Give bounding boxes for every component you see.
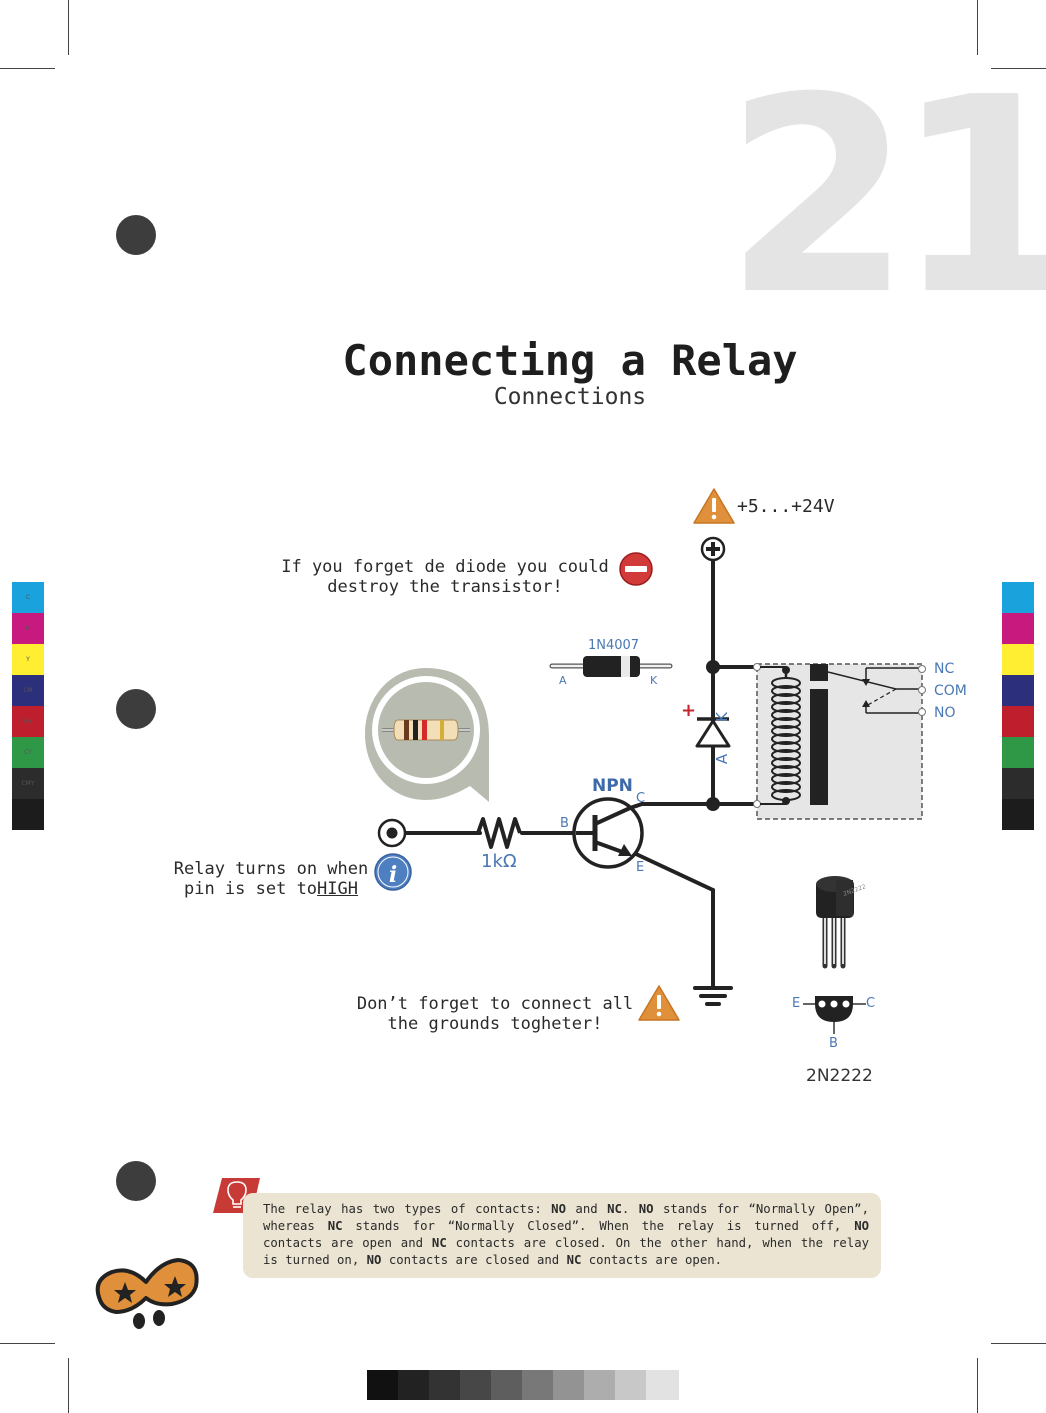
binder-hole [116,1161,156,1201]
relay-nc-label: NC [934,661,955,677]
ground-warning-note: Don’t forget to connect all the grounds … [350,994,640,1034]
color-swatch-cy [1002,737,1034,768]
resistor-callout [365,668,489,802]
transistor-c-label: C [636,791,646,806]
resistor-value-label: 1kΩ [481,851,517,872]
diode-warning-line2: destroy the transistor! [327,577,563,597]
color-swatch-my [1002,706,1034,737]
schematic-diode-k-label: K [712,712,731,722]
ground-line2: the grounds togheter! [387,1014,603,1034]
crop-mark [977,0,978,55]
color-swatch-c [1002,582,1034,613]
wires [402,559,762,990]
color-swatch-m: M [12,613,44,644]
warning-icon [638,985,680,1021]
relay-no-label: NO [934,705,956,721]
diode-warning-note: If you forget de diode you could destroy… [270,557,620,597]
color-swatch-cmy [1002,768,1034,799]
color-swatch-y: Y [12,644,44,675]
color-swatch-m [1002,613,1034,644]
diode-part-label: 1N4007 [588,638,640,653]
color-swatch-cmy: CMY [12,768,44,799]
transistor-type-label: NPN [592,776,633,796]
transistor-b-label: B [560,816,569,831]
color-swatch-k [1002,799,1034,830]
diode-component-icon [549,656,673,677]
pin-info-line2: pin is set toHIGH [183,879,358,899]
svg-text:i: i [389,862,397,888]
transistor-e-label: E [636,860,645,875]
power-terminal-icon [700,536,726,562]
page-title: Connecting a Relay [342,336,798,385]
color-swatch-k [12,799,44,830]
diode-warning-line1: If you forget de diode you could [281,557,609,577]
pinout-part-label: 2N2222 [806,1066,873,1086]
high-label: HIGH [317,879,358,899]
diode-plus-label: + [681,700,697,721]
color-swatch-cm: CM [12,675,44,706]
crop-mark [977,1358,978,1413]
color-swatch-my: MY [12,706,44,737]
diode-cathode-label: K [650,674,658,687]
info-icon: i [374,853,412,891]
crop-mark [991,68,1046,69]
ground-line1: Don’t forget to connect all [356,994,634,1014]
relay-com-label: COM [934,683,967,699]
pin-info-line1: Relay turns on when [173,859,369,879]
color-swatch-cy: CY [12,737,44,768]
mascot-logo [95,1258,199,1329]
relay-symbol [753,663,926,820]
binder-hole [116,215,156,255]
input-pin-icon [377,818,407,848]
transistor-package-icon: 2N2222 [816,876,867,969]
crop-mark [68,0,69,55]
color-swatch-c: C [12,582,44,613]
npn-transistor-symbol [572,797,644,869]
pinout-e-label: E [792,996,801,1011]
resistor-symbol [476,817,522,849]
pinout-c-label: C [866,996,876,1011]
danger-icon [619,552,653,586]
crop-mark [991,1343,1046,1344]
tip-text: The relay has two types of contacts: NO … [263,1202,870,1267]
voltage-label: +5...+24V [737,496,835,517]
schematic-diode-a-label: A [713,753,732,765]
binder-hole [116,689,156,729]
crop-mark [0,1343,55,1344]
crop-mark [0,68,55,69]
pinout-b-label: B [829,1036,838,1051]
page-number: 21 [724,39,1046,354]
tip-box [243,1193,881,1278]
color-swatch-y [1002,644,1034,675]
color-swatch-cm [1002,675,1034,706]
page-subtitle: Connections [493,384,647,410]
pin-info-note: Relay turns on when pin is set toHIGH [160,859,382,899]
crop-mark [68,1358,69,1413]
pinout-diagram [803,996,866,1034]
ground-symbol [693,986,733,1006]
flyback-diode-symbol [695,717,731,748]
diode-anode-label: A [559,674,567,687]
warning-icon [693,488,735,524]
